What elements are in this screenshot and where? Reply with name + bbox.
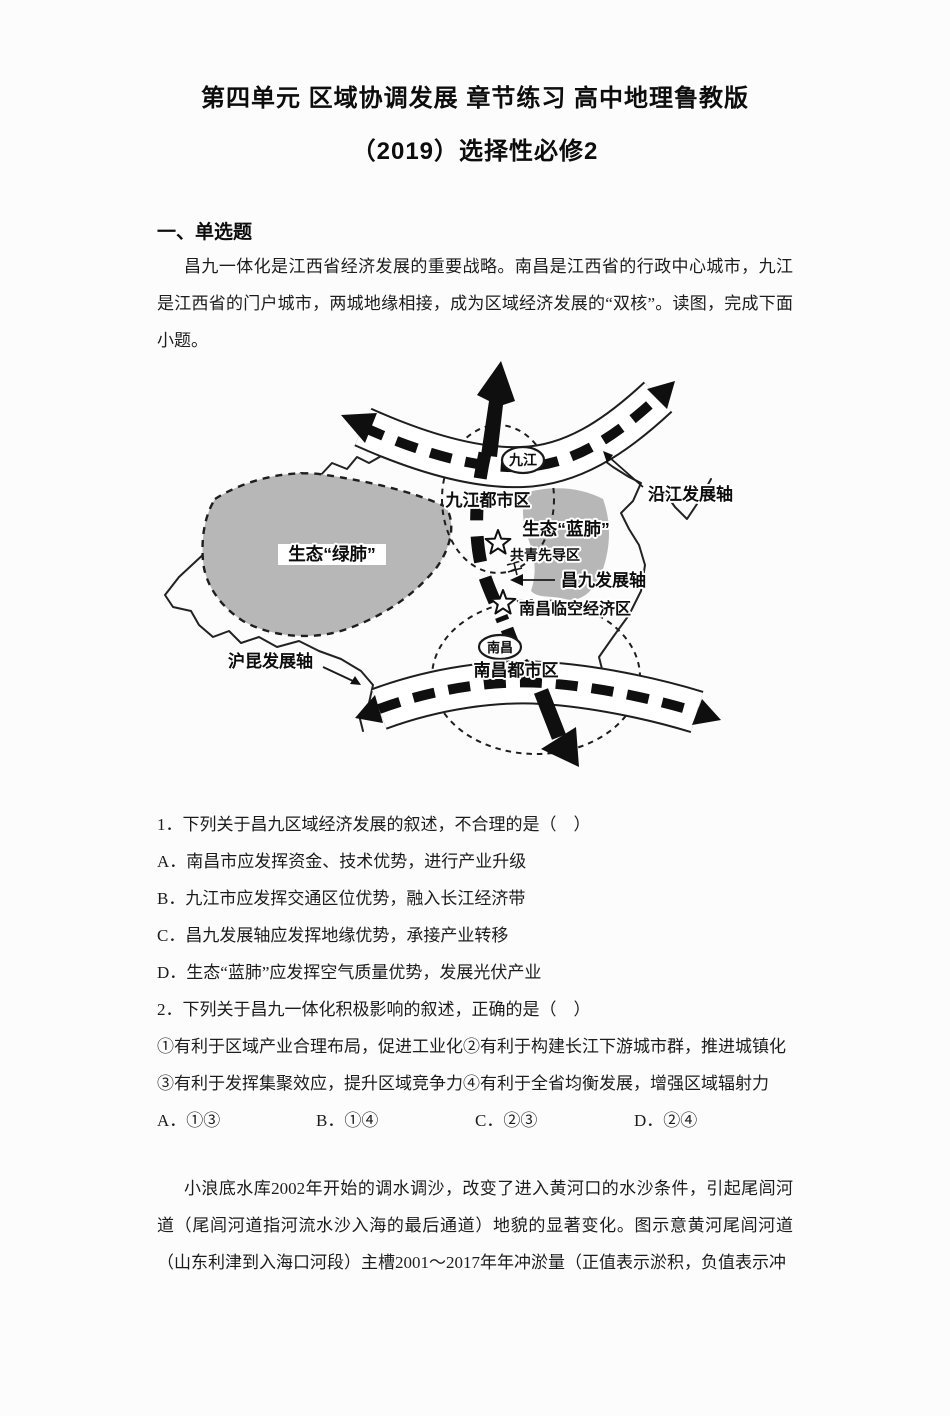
north-flow-arrow (477, 361, 515, 457)
green-lung-label-box (278, 544, 386, 565)
xiaolangdi-passage: 小浪底水库2002年开始的调水调沙，改变了进入黄河口的水沙条件，引起尾闾河道（尾… (157, 1179, 793, 1272)
riverside-axis-pointer (603, 451, 644, 488)
railway-tick (506, 558, 523, 576)
hukun-axis-arrow-east (692, 699, 721, 725)
hukun-axis-pointer (322, 666, 361, 685)
jiujiang-metro-label: 九江都市区 (445, 490, 531, 510)
question-2: 2．下列关于昌九一体化积极影响的叙述，正确的是（ ） ①有利于区域产业合理布局，… (157, 991, 793, 1139)
south-flow-arrow-head (541, 727, 579, 767)
question-2-stem: 2．下列关于昌九一体化积极影响的叙述，正确的是（ ） (157, 1000, 591, 1019)
changjiu-axis-label: 昌九发展轴 (561, 570, 646, 590)
question-2-option-a: A．①③ (157, 1111, 221, 1130)
eco-blue-lung-area (522, 488, 609, 600)
question-2-number: 2． (157, 1000, 183, 1019)
question-2-option-c: C．②③ (475, 1111, 538, 1130)
question-1-option-d: D．生态“蓝肺”应发挥空气质量优势，发展光伏产业 (157, 963, 542, 982)
nanchang-city-label: 南昌 (487, 640, 513, 655)
section-heading: 一、单选题 (157, 222, 253, 243)
jiujiang-city-circle (500, 445, 546, 475)
document-title: 第四单元 区域协调发展 章节练习 高中地理鲁教版 （2019）选择性必修2 (157, 72, 793, 178)
hukun-axis-label: 沪昆发展轴 (228, 651, 313, 671)
question-2-option-b: B．①④ (316, 1111, 379, 1130)
province-boundary-right (596, 454, 646, 684)
question-1: 1．下列关于昌九区域经济发展的叙述，不合理的是（ ） A．南昌市应发挥资金、技术… (157, 806, 793, 991)
question-2-options: A．①③ B．①④ C．②③ D．②④ (157, 1102, 793, 1139)
hukun-axis-dashes (377, 677, 699, 717)
riverside-axis-label: 沿江发展轴 (648, 484, 733, 504)
nanchang-metro-label: 南昌都市区 (474, 660, 559, 680)
nanchang-city-circle (477, 633, 523, 661)
eco-blue-lung-label: 生态“蓝肺” (522, 519, 610, 539)
question-2-option-d: D．②④ (634, 1111, 698, 1130)
question-1-stem: 1．下列关于昌九区域经济发展的叙述，不合理的是（ ） (157, 815, 591, 834)
eco-green-lung-label: 生态“绿肺” (288, 544, 376, 564)
riverside-axis-arrow-east (647, 381, 675, 409)
changjiu-axis-pointer (510, 574, 555, 586)
question-1-option-a: A．南昌市应发挥资金、技术优势，进行产业升级 (157, 852, 527, 871)
question-1-option-c: C．昌九发展轴应发挥地缘优势，承接产业转移 (157, 926, 509, 945)
document-title-line1: 第四单元 区域协调发展 章节练习 高中地理鲁教版 (200, 85, 749, 112)
question-1-option-b: B．九江市应发挥交通区位优势，融入长江经济带 (157, 889, 526, 908)
gongqing-pilot-zone-label: 共青先导区 (510, 547, 580, 563)
document-title-line2: （2019）选择性必修2 (351, 138, 599, 165)
star-airport-zone-icon (489, 589, 517, 615)
province-boundary-left (164, 454, 384, 732)
question-2-statements-1: ①有利于区域产业合理布局，促进工业化②有利于构建长江下游城市群，推进城镇化 (157, 1037, 786, 1056)
south-flow-arrow-shaft (534, 688, 566, 740)
star-gongqing-icon (484, 529, 512, 555)
jiujiang-city-label: 九江 (508, 452, 537, 468)
changjiu-region-map: 九江 九江都市区 生态“蓝肺” 生态“绿肺” 共青先导区 昌九发展轴 南昌临空经… (151, 359, 793, 806)
question-2-statements-2: ③有利于发挥集聚效应，提升区域竞争力④有利于全省均衡发展，增强区域辐射力 (157, 1074, 769, 1093)
hukun-axis-arrow-west (355, 695, 383, 723)
question-1-number: 1． (157, 815, 183, 834)
changjiu-axis-dashes-upper (470, 451, 510, 624)
nanchang-air-zone-label: 南昌临空经济区 (519, 599, 631, 618)
document-page: 第四单元 区域协调发展 章节练习 高中地理鲁教版 （2019）选择性必修2 一、… (0, 72, 950, 1416)
riverside-axis-arrow-west (341, 413, 377, 443)
intro-passage: 昌九一体化是江西省经济发展的重要战略。南昌是江西省的行政中心城市，九江是江西省的… (157, 257, 793, 350)
riverside-axis-dashes (360, 393, 662, 473)
province-boundary-wedge (664, 478, 712, 520)
